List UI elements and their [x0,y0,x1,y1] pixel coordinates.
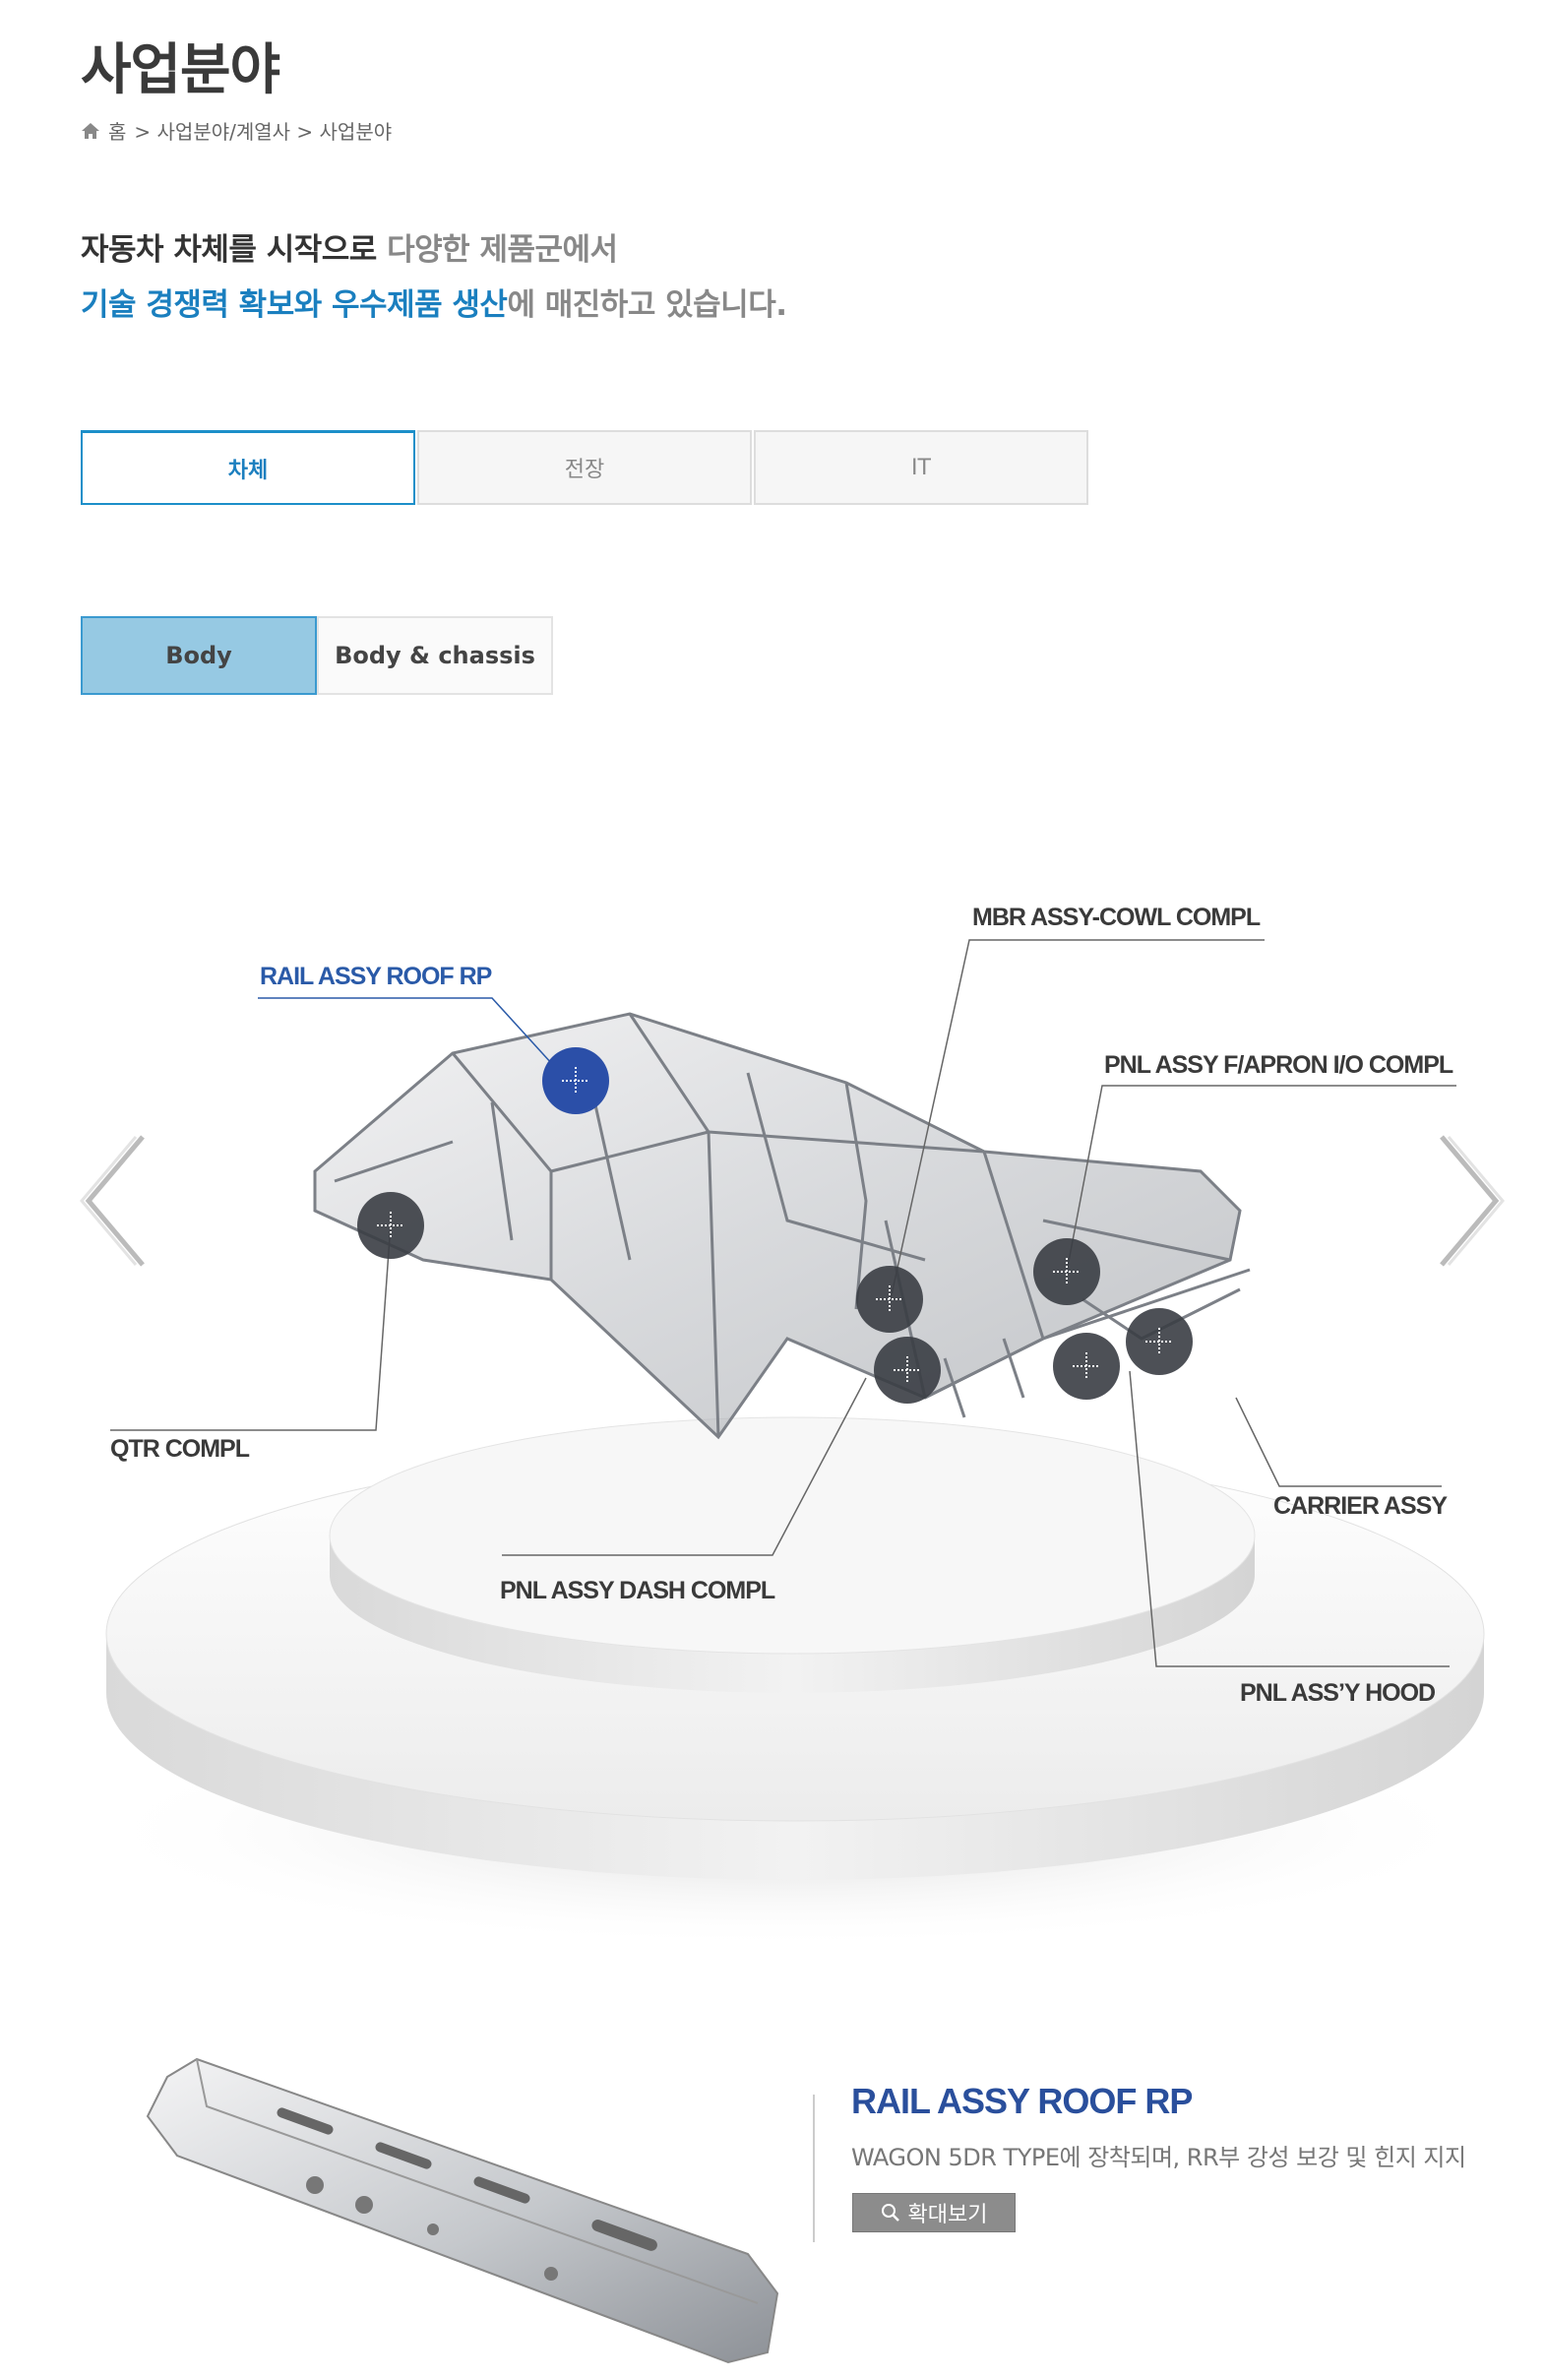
callout-pnl-dash[interactable]: PNL ASSY DASH COMPL [500,1577,775,1604]
hotspot-pnl-dash[interactable] [874,1337,941,1404]
callout-rail-assy-roof-rp[interactable]: RAIL ASSY ROOF RP [260,963,492,990]
subtab-body-chassis[interactable]: Body & chassis [317,616,553,695]
intro-line-2: 기술 경쟁력 확보와 우수제품 생산에 매진하고 있습니다. [81,280,787,324]
intro-line1-grey: 다양한 제품군에서 [387,232,618,268]
chevron-left-icon[interactable] [80,1135,145,1267]
callout-leader-lines [110,939,1456,1667]
product-image-rail-assy-roof-rp [146,2057,779,2364]
breadcrumb-path: > 사업분야/계열사 > 사업분야 [134,120,393,144]
breadcrumb-home[interactable]: 홈 [108,120,127,144]
zoom-button-label: 확대보기 [907,2203,988,2227]
detail-description: WAGON 5DR TYPE에 장착되며, RR부 강성 보강 및 힌지 지지 [851,2144,1466,2171]
intro-line1-dark: 자동차 차체를 시작으로 [81,232,377,268]
tab-it[interactable]: IT [754,430,1088,505]
page-title: 사업분야 [81,38,280,102]
home-icon[interactable] [81,121,100,141]
callout-pnl-hood[interactable]: PNL ASS’Y HOOD [1240,1679,1436,1707]
intro-line-1: 자동차 차체를 시작으로 다양한 제품군에서 [81,224,618,269]
subtab-body[interactable]: Body [81,616,317,695]
display-pedestal [79,1416,1496,1949]
hotspot-pnl-apron[interactable] [1033,1238,1100,1305]
magnifier-icon [881,2204,899,2222]
detail-title: RAIL ASSY ROOF RP [851,2081,1193,2121]
hotspot-rail-assy-roof-rp[interactable] [542,1047,609,1114]
detail-divider [813,2095,815,2242]
sub-tabs: Body Body & chassis [81,616,553,695]
product-stage [79,939,1505,1949]
tab-body[interactable]: 차체 [81,430,415,505]
chevron-right-icon[interactable] [1440,1135,1505,1267]
category-tabs: 차체 전장 IT [81,430,1088,505]
intro-line2-blue: 기술 경쟁력 확보와 우수제품 생산 [81,287,508,323]
tab-electrical[interactable]: 전장 [417,430,752,505]
hotspot-carrier-assy[interactable] [1126,1308,1193,1375]
hotspot-qtr-compl[interactable] [357,1192,424,1259]
callout-carrier-assy[interactable]: CARRIER ASSY [1273,1492,1448,1520]
callout-pnl-apron[interactable]: PNL ASSY F/APRON I/O COMPL [1104,1051,1453,1079]
callout-qtr-compl[interactable]: QTR COMPL [110,1435,250,1463]
hotspot-pnl-hood[interactable] [1053,1333,1120,1400]
zoom-button[interactable]: 확대보기 [852,2193,1016,2232]
hotspot-mbr-assy-cowl[interactable] [856,1266,923,1333]
breadcrumb: 홈 > 사업분야/계열사 > 사업분야 [81,116,392,145]
intro-line2-grey: 에 매진하고 있습니다. [507,287,787,323]
callout-mbr-assy-cowl[interactable]: MBR ASSY-COWL COMPL [972,904,1261,931]
